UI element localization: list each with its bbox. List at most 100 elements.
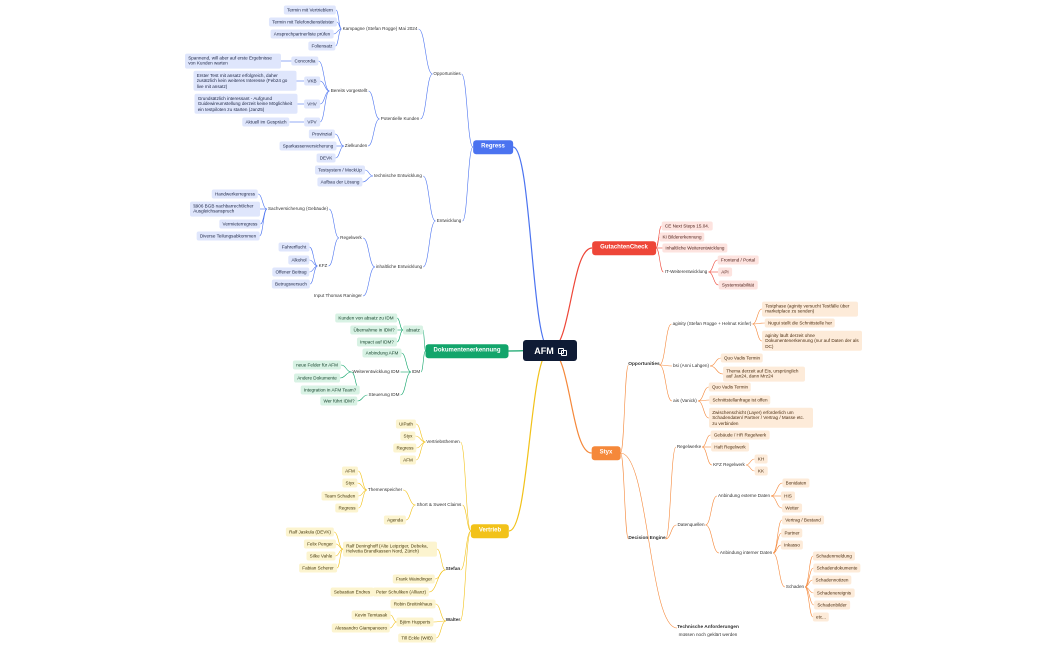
node-s-bsi[interactable]: bsi (Anni Lahgen) <box>672 363 710 369</box>
node-r-vhvn[interactable]: Grundsätzlich interessant - Aufgrund Gui… <box>194 93 298 115</box>
node-s-kk[interactable]: KK <box>754 466 768 476</box>
node-v-vt2[interactable]: Regress <box>393 443 417 453</box>
node-v-bjoern[interactable]: Björn Hupperts <box>396 617 434 627</box>
node-v-st[interactable]: Stefan <box>445 567 461 573</box>
node-r-opp[interactable]: Opportunities <box>433 71 461 77</box>
node-d-a0[interactable]: Kunden von absatz zu IDM <box>335 313 397 323</box>
node-s-int[interactable]: Anbindung interner Daten <box>719 550 773 556</box>
node-v-th0[interactable]: AFM <box>341 466 359 476</box>
node-s-c0[interactable]: Schadenmeldung <box>812 551 856 561</box>
node-s-tec[interactable]: Technische Anforderungen <box>677 625 739 631</box>
node-s-ag2[interactable]: aginity läuft derzeit ohne Dokumentenerk… <box>762 330 862 352</box>
node-r-s0[interactable]: Handwerkerregress <box>211 189 259 199</box>
node-v-kevin[interactable]: Kevin Temtasak <box>351 610 391 620</box>
node-v-th[interactable]: Themenspeicher <box>367 487 403 493</box>
node-s-a0[interactable]: Quo Vadis Termin <box>708 382 752 392</box>
node-r-vhv[interactable]: VHV <box>304 99 320 109</box>
node-v-vt[interactable]: Vertriebsthemen <box>426 439 460 445</box>
node-regress[interactable]: Regress <box>473 140 513 154</box>
node-s-rw0[interactable]: Gebäude / HR Regelwerk <box>710 430 770 440</box>
node-s-rw[interactable]: Regelwerke <box>676 444 702 450</box>
node-s-b0[interactable]: Quo Vadis Termin <box>720 353 764 363</box>
node-r-kfz[interactable]: KFZ <box>318 263 328 269</box>
node-r-ziel[interactable]: Zielkunden <box>344 143 368 149</box>
node-g-i0[interactable]: Frontend / Portal <box>717 255 759 265</box>
node-r-ent[interactable]: Entwicklung <box>436 218 462 224</box>
node-s-i1[interactable]: Partner <box>781 528 803 538</box>
node-s-c1[interactable]: Schadendokumente <box>813 563 861 573</box>
node-r-inh[interactable]: inhaltliche Entwicklung <box>375 264 423 270</box>
node-r-t1[interactable]: Aufbau der Lösung <box>317 177 363 187</box>
node-v-ss[interactable]: Short & Sweet Claims <box>416 502 462 508</box>
node-v-vt3[interactable]: AFM <box>399 455 417 465</box>
node-s-ext[interactable]: Anbindung externe Daten <box>717 493 771 499</box>
node-r-vpvn[interactable]: Aktuell im Gespräch <box>242 117 290 127</box>
node-r-s1[interactable]: §906 BGB nachbarrechtlicher Ausgleichsan… <box>190 201 260 217</box>
node-s-sch[interactable]: Schaden <box>785 584 805 590</box>
node-r-sach[interactable]: Sachversicherung (Gebäude) <box>267 206 329 212</box>
node-s-rw1[interactable]: Haft Regelwerk <box>711 442 749 452</box>
node-v-wa[interactable]: Walter <box>445 618 461 624</box>
node-r-vkb[interactable]: VKB <box>304 76 320 86</box>
node-r-vpv[interactable]: VPV <box>304 117 320 127</box>
node-s-i0[interactable]: Vertrag / Bestand <box>782 515 824 525</box>
node-s-ais[interactable]: ais (Vanick) <box>673 398 697 404</box>
node-r-f2[interactable]: Offener Beitrag <box>272 267 310 277</box>
node-d-w2[interactable]: Integration in AFM Team? <box>300 385 360 395</box>
node-s-kh[interactable]: KH <box>754 454 768 464</box>
node-r-k2[interactable]: Ansprechpartnerliste prüfen <box>270 29 334 39</box>
node-s-c3[interactable]: Schadenereignis <box>813 588 855 598</box>
node-v-ralf[interactable]: Ralf Deninghoff (Alte Leipziger, Debeka,… <box>343 541 437 557</box>
node-v-till[interactable]: Till Eckle (WIB) <box>398 633 436 643</box>
node-r-z0[interactable]: Provinzial <box>308 129 336 139</box>
node-styx[interactable]: Styx <box>591 446 621 460</box>
node-s-ag0[interactable]: Testphase (aginity versucht Testfälle üb… <box>762 301 858 317</box>
node-d-a2[interactable]: Impact auf IDM? <box>356 337 398 347</box>
node-r-vkbn[interactable]: Erster Test mit ansatz erfolgreich, dahe… <box>193 70 297 92</box>
node-r-concn[interactable]: Spannend, will aber auf erste Ergebnisse… <box>185 53 281 69</box>
node-r-s2[interactable]: Vermieterregress <box>219 219 261 229</box>
node-g-i2[interactable]: Systemstabilität <box>718 280 758 290</box>
node-r-tech[interactable]: technische Entwicklung <box>374 173 422 179</box>
node-r-conc[interactable]: Concordia <box>291 56 319 66</box>
node-s-e0[interactable]: Bonidaten <box>782 478 810 488</box>
node-r-t0[interactable]: Testsystem / MockUp <box>314 165 366 175</box>
node-v-th1[interactable]: Styx <box>342 478 358 488</box>
node-v-st2[interactable]: Silke Vahle <box>306 551 336 561</box>
node-s-e1[interactable]: HIS <box>780 491 796 501</box>
node-r-f3[interactable]: Betrugsversuch <box>271 279 311 289</box>
node-doku[interactable]: Dokumentenerkennung <box>425 344 509 358</box>
node-r-f0[interactable]: Fahrerflucht <box>278 242 310 252</box>
node-gut[interactable]: GutachtenCheck <box>592 241 656 255</box>
node-s-c4[interactable]: Schadenbilder <box>814 600 850 610</box>
node-v-vt1[interactable]: Styx <box>400 431 416 441</box>
node-r-reg[interactable]: Regelwerk <box>340 235 362 241</box>
node-v-seb[interactable]: Sebastian Endres <box>330 587 374 597</box>
node-r-z2[interactable]: DEVK <box>316 153 336 163</box>
node-s-i2[interactable]: Inkasso <box>780 540 804 550</box>
node-s-opp[interactable]: Opportunities <box>628 362 660 368</box>
node-v-frank[interactable]: Frank Waindinger <box>392 574 436 584</box>
node-d-a1[interactable]: Übernahme in IDM? <box>350 325 398 335</box>
node-s-b1[interactable]: Thema derzeit auf Eis, ursprünglich auf … <box>723 366 805 382</box>
node-r-f1[interactable]: Alkohol <box>288 255 310 265</box>
node-d-idm[interactable]: IDM <box>411 369 421 375</box>
node-d-s0[interactable]: Wer führt IDM? <box>320 396 358 406</box>
node-d-w0[interactable]: neue Felder für AFM <box>292 360 342 370</box>
node-s-a2[interactable]: Zwischenschicht (Layer) erforderlich um … <box>709 407 813 429</box>
node-v-robin[interactable]: Robin Breitinkhaus <box>390 599 436 609</box>
node-v-th2[interactable]: Team Schaden <box>321 491 359 501</box>
node-s-c2[interactable]: Schadennotizen <box>812 575 852 585</box>
node-g0[interactable]: CE Next Steps 15.04. <box>661 221 713 231</box>
node-v-st0[interactable]: Ralf Jaskula (DEVK) <box>285 527 335 537</box>
node-s-tecs[interactable]: müssen noch geklärt werden <box>678 632 738 638</box>
node-r-k1[interactable]: Termin mit Telefondienstleister <box>268 17 338 27</box>
node-v-st1[interactable]: Felix Penger <box>303 539 337 549</box>
node-s-e2[interactable]: Wetter <box>782 503 802 513</box>
node-v-ag[interactable]: Agenda <box>383 515 407 525</box>
node-v-st3[interactable]: Fabian Scherer <box>299 563 337 573</box>
node-s-c5[interactable]: etc... <box>812 612 830 622</box>
node-d-ste[interactable]: Steuerung IDM <box>368 392 400 398</box>
node-s-a1[interactable]: Schnittstellanfrage ist offen <box>709 395 771 405</box>
node-d-w1[interactable]: Andere Dokumente <box>294 373 340 383</box>
